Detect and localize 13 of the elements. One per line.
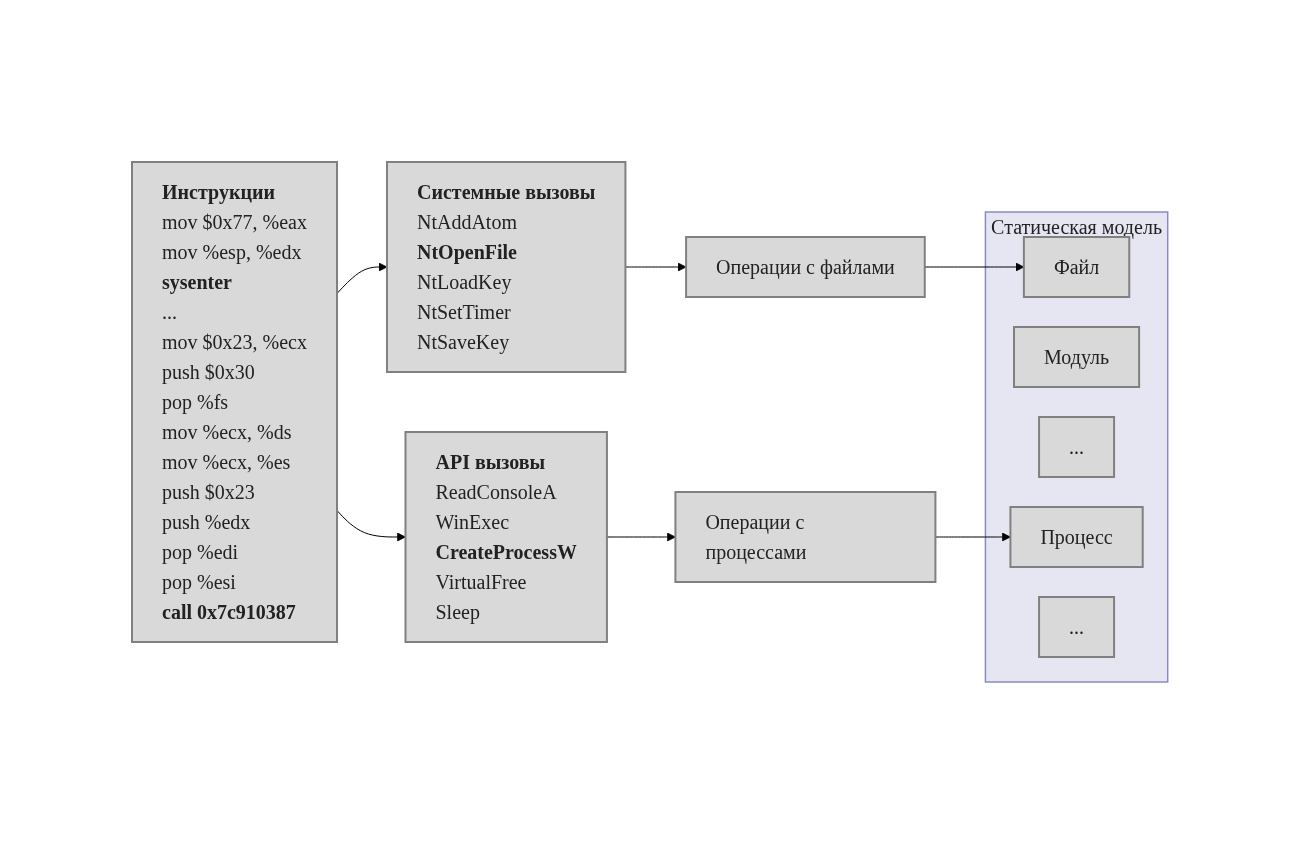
arrow	[935, 532, 1011, 541]
arrow	[924, 262, 1025, 271]
node-box: Модуль	[1013, 325, 1141, 388]
node-box: Инструкции mov $0x77, %eax mov %esp, %edx sysenter ... mov $0x23, %ecx push $0x30 pop %fs mov %ecx, %ds mov %ecx, %es push $0x23 push %edx pop %edi pop %esi call 0x7c910387	[131, 160, 339, 643]
node-box: Операции с процессами	[674, 490, 937, 583]
node-box: Системные вызовы NtAddAtom NtOpenFile NtLoadKey NtSetTimer NtSaveKey	[386, 160, 627, 373]
node-box: Файл	[1023, 235, 1131, 298]
node-box: ...	[1038, 595, 1116, 658]
arrow	[625, 262, 687, 271]
node-box: Операции с файлами	[685, 235, 926, 298]
node-box: Процесс	[1009, 505, 1144, 568]
node-box: ...	[1038, 415, 1116, 478]
node-box: API вызовы ReadConsoleA WinExec CreateProcessW VirtualFree Sleep	[404, 430, 609, 643]
